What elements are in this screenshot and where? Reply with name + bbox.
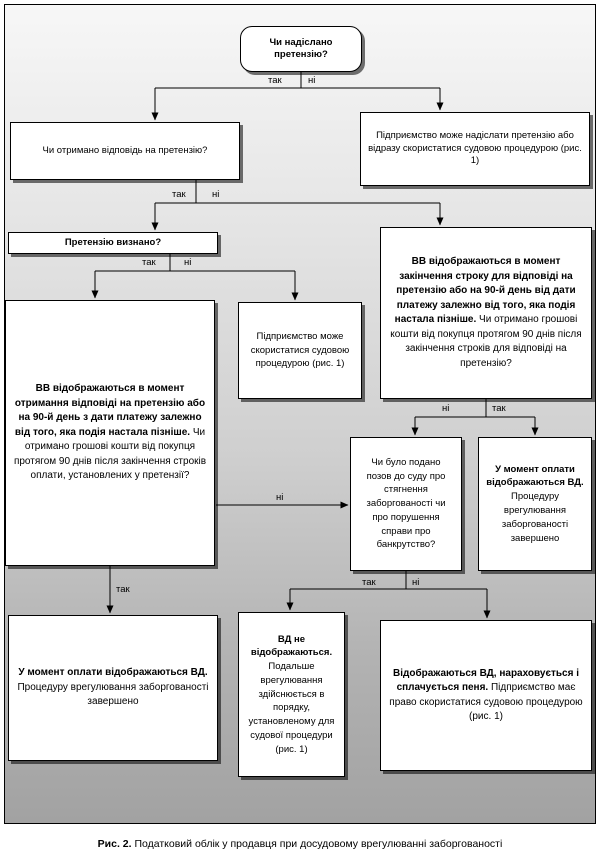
node-vd-with-penalty-bold: Відображаються ВД, нараховується і сплач… [392, 667, 580, 694]
node-vd-not-reflected-rest: Подальше врегулювання здійснюється в пор… [248, 661, 335, 755]
branch3-no-label: ні [184, 257, 192, 268]
node-payment-vd-bottom-bold: У момент оплати відображаються ВД. [18, 667, 208, 679]
node-vd-with-penalty-rest: Підприємство має право скористатися судо… [389, 682, 583, 722]
node-payment-vd-bottom-text: У момент оплати відображаються ВД. Проце… [16, 666, 210, 710]
node-payment-vd-right-bold: У момент оплати відображаються ВД. [486, 463, 584, 489]
branch7-no-label: ні [412, 577, 420, 588]
node-response-received-text: Чи отримано відповідь на претензію? [42, 144, 208, 156]
branch6-yes-label: так [116, 584, 130, 595]
node-vv-on-response-bold: ВВ відображаються в момент отримання від… [14, 383, 206, 438]
node-vv-on-response-text: ВВ відображаються в момент отримання від… [13, 382, 207, 484]
node-send-claim-or-court-text: Підприємство може надіслати претензію аб… [368, 130, 582, 167]
figure-caption: Рис. 2. Податковий облік у продавця при … [0, 838, 600, 850]
node-vv-on-deadline-text: ВВ відображаються в момент закінчення ст… [388, 255, 584, 371]
node-payment-vd-right-rest: Процедуру врегулювання заборгованості за… [501, 491, 569, 544]
node-claim-recognized: Претензію визнано? [8, 232, 218, 254]
node-vv-on-deadline-bold: ВВ відображаються в момент закінчення ст… [394, 256, 576, 325]
node-court-procedure-text: Підприємство може скористатися судовою п… [250, 330, 350, 370]
branch7-yes-label: так [362, 577, 376, 588]
node-vd-not-reflected-bold: ВД не відображаються. [250, 633, 333, 659]
node-payment-vd-right: У момент оплати відображаються ВД. Проце… [478, 437, 592, 571]
node-vd-with-penalty: Відображаються ВД, нараховується і сплач… [380, 620, 592, 771]
node-payment-vd-bottom-rest: Процедуру врегулювання заборгованості за… [17, 681, 209, 708]
node-court-procedure: Підприємство може скористатися судовою п… [238, 302, 362, 399]
node-lawsuit-filed: Чи було подано позов до суду про стягнен… [350, 437, 462, 571]
node-vd-not-reflected-text: ВД не відображаються. Подальше врегулюва… [246, 633, 337, 757]
node-lawsuit-filed-text: Чи було подано позов до суду про стягнен… [366, 456, 446, 551]
branch4-yes-label: так [492, 403, 506, 414]
node-vv-on-response-rest: Чи отримано грошові кошти від покупця пр… [13, 426, 207, 482]
node-response-received: Чи отримано відповідь на претензію? [10, 122, 240, 180]
branch2-no-label: ні [212, 189, 220, 200]
node-claim-recognized-text: Претензію визнано? [64, 236, 162, 248]
figure-caption-text: Податковий облік у продавця при досудово… [134, 838, 503, 850]
node-vv-on-deadline: ВВ відображаються в момент закінчення ст… [380, 227, 592, 399]
node-send-claim-or-court: Підприємство може надіслати претензію аб… [360, 112, 590, 186]
branch1-yes-label: так [268, 75, 282, 86]
branch2-yes-label: так [172, 189, 186, 200]
node-payment-vd-bottom: У момент оплати відображаються ВД. Проце… [8, 615, 218, 761]
node-vv-on-deadline-rest: Чи отримано грошові кошти від покупця пр… [390, 314, 582, 369]
branch5-no-label: ні [276, 492, 284, 503]
figure-caption-label: Рис. 2. [97, 838, 132, 850]
node-claim-sent: Чи надіслано претензію? [240, 26, 362, 72]
branch4-no-label: ні [442, 403, 450, 414]
node-payment-vd-right-text: У момент оплати відображаються ВД. Проце… [486, 463, 584, 546]
node-vd-not-reflected: ВД не відображаються. Подальше врегулюва… [238, 612, 345, 777]
node-vv-on-response: ВВ відображаються в момент отримання від… [5, 300, 215, 566]
node-claim-sent-text: Чи надіслано претензію? [269, 36, 333, 60]
branch3-yes-label: так [142, 257, 156, 268]
branch1-no-label: ні [308, 75, 316, 86]
node-vd-with-penalty-text: Відображаються ВД, нараховується і сплач… [388, 667, 584, 725]
